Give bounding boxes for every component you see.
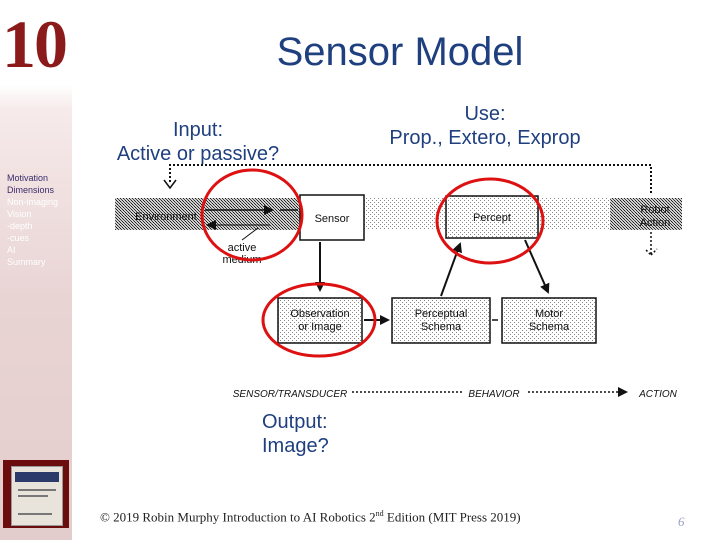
axis-behavior-label: BEHAVIOR	[468, 389, 519, 400]
output-annotation-line2: Image?	[262, 435, 329, 457]
use-annotation: Use: Prop., Extero, Exprop	[360, 102, 610, 150]
sidebar-item-motivation[interactable]: Motivation	[7, 173, 49, 183]
motor-schema-label-2: Schema	[529, 321, 570, 333]
perceptual-schema-box	[391, 297, 491, 344]
input-annotation-line2: Active or passive?	[116, 143, 280, 165]
sidebar-item-vision[interactable]: Vision	[7, 209, 32, 219]
robot-action-band	[610, 198, 682, 230]
use-annotation-line2: Prop., Extero, Exprop	[389, 127, 581, 149]
observation-label-2: or Image	[298, 321, 341, 333]
sidebar-item-depth[interactable]: -depth	[7, 221, 33, 231]
sidebar-item-ai[interactable]: AI	[7, 245, 16, 255]
robot-action-label-2: Action	[640, 217, 671, 229]
robot-action-label-1: Robot	[640, 204, 669, 216]
output-annotation: Output: Image?	[262, 410, 362, 458]
sidebar-item-cues[interactable]: -cues	[7, 233, 30, 243]
schema-to-percept-arrow	[440, 242, 462, 297]
feedback-loop-line	[169, 164, 652, 195]
environment-label: Environment	[135, 211, 197, 223]
footer-superscript: nd	[375, 509, 384, 518]
motor-schema-box	[501, 297, 597, 344]
observation-box	[277, 297, 363, 344]
chapter-number: 10	[2, 6, 68, 82]
footer-citation: © 2019 Robin Murphy Introduction to AI R…	[100, 509, 580, 525]
percept-to-motor-arrow	[524, 239, 550, 294]
input-highlight-ellipse	[200, 168, 304, 262]
output-annotation-line1: Output:	[262, 411, 328, 433]
motor-schema-label-1: Motor	[535, 308, 563, 320]
percept-box	[445, 195, 539, 239]
footer-text-after: Edition (MIT Press 2019)	[383, 509, 521, 525]
page-number: 6	[678, 514, 685, 529]
sidebar-nav: Motivation Dimensions Non-imaging Vision…	[7, 172, 58, 268]
sidebar-item-dimensions[interactable]: Dimensions	[7, 185, 55, 195]
action-loop-line	[644, 232, 658, 257]
output-highlight-ellipse	[261, 282, 377, 358]
use-highlight-ellipse	[435, 177, 545, 265]
slide-title: Sensor Model	[276, 30, 524, 74]
sidebar-item-non-imaging[interactable]: Non-imaging	[7, 197, 59, 207]
observation-label-1: Observation	[290, 308, 349, 320]
sidebar: 10 Motivation Dimensions Non-imaging Vis…	[0, 0, 72, 540]
input-annotation: Input: Active or passive?	[98, 118, 298, 166]
sensor-label: Sensor	[315, 213, 350, 225]
sidebar-item-summary[interactable]: Summary	[7, 257, 46, 267]
footer-text-before: © 2019 Robin Murphy Introduction to AI R…	[100, 509, 376, 525]
perceptual-schema-label-1: Perceptual	[415, 308, 468, 320]
axis-sensor-label: SENSOR/TRANSDUCER	[233, 389, 347, 400]
use-annotation-line1: Use:	[464, 103, 506, 125]
percept-label: Percept	[473, 212, 511, 224]
axis-action-label: ACTION	[638, 389, 678, 400]
active-medium-label-1: active	[228, 242, 257, 254]
sensor-box	[299, 194, 365, 241]
feedback-arrow-head	[163, 179, 177, 190]
book-cover-image	[3, 460, 69, 528]
input-annotation-line1: Input:	[172, 119, 224, 141]
perceptual-schema-label-2: Schema	[421, 321, 462, 333]
